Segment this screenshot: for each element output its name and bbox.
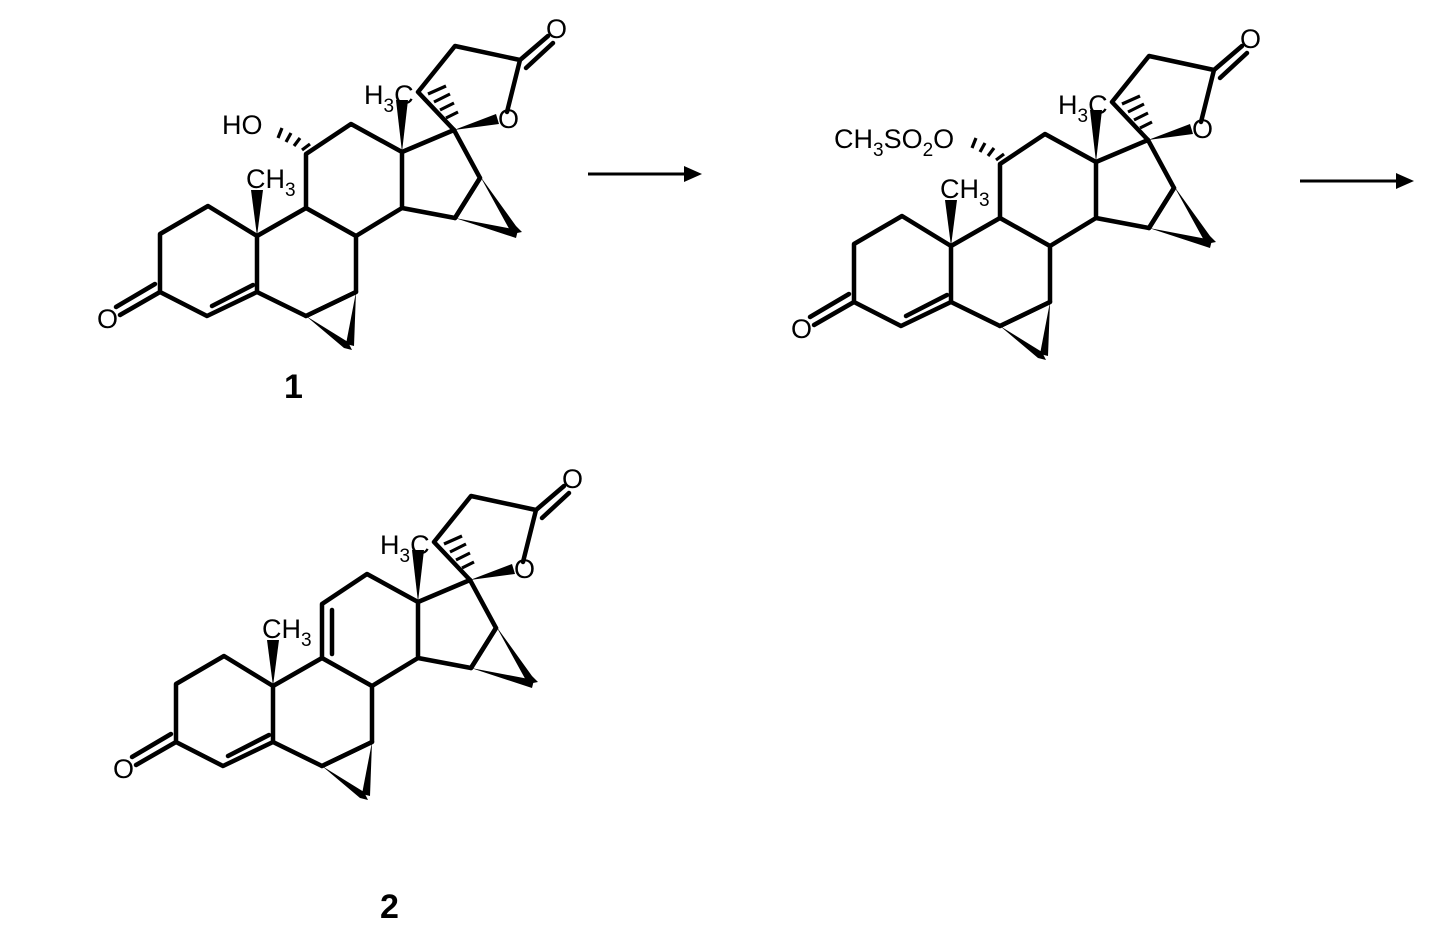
methyl-label-c10: CH3 <box>940 174 990 211</box>
methyl-label-c13: H3C <box>364 80 414 117</box>
hash-bond-c17 <box>443 534 475 570</box>
ketone-oxygen-label: O <box>113 754 134 784</box>
lactone-oxygen-label: O <box>546 14 567 44</box>
mesylate-intermediate-structure: CH3SO2O CH3 H3C O O O <box>791 24 1261 360</box>
compound-1-structure: HO CH3 H3C O O O <box>97 14 567 350</box>
compound-2-structure: CH3 H3C O O O <box>113 464 583 800</box>
reaction-arrow-2 <box>1300 173 1414 189</box>
ketone-oxygen-label: O <box>97 304 118 334</box>
compound-2-number: 2 <box>380 888 399 926</box>
methyl-label-c10: CH3 <box>262 614 312 651</box>
lactone-oxygen-label: O <box>562 464 583 494</box>
methyl-label-c10: CH3 <box>246 164 296 201</box>
ketone-oxygen-label: O <box>791 314 812 344</box>
compound-1-number: 1 <box>284 368 303 406</box>
hydroxyl-label: HO <box>222 110 263 140</box>
hash-bond-c17 <box>1121 94 1153 130</box>
mesylate-label: CH3SO2O <box>834 124 954 161</box>
hash-bond-c17 <box>427 84 459 120</box>
hash-bond-oms <box>970 137 1005 162</box>
methyl-label-c13: H3C <box>380 530 430 567</box>
ring-oxygen-label: O <box>1192 114 1213 144</box>
hash-bond-oh <box>276 127 311 152</box>
lactone-oxygen-label: O <box>1240 24 1261 54</box>
methyl-label-c13: H3C <box>1058 90 1108 127</box>
ring-oxygen-label: O <box>514 554 535 584</box>
reaction-arrow-1 <box>588 166 702 182</box>
ring-oxygen-label: O <box>498 104 519 134</box>
